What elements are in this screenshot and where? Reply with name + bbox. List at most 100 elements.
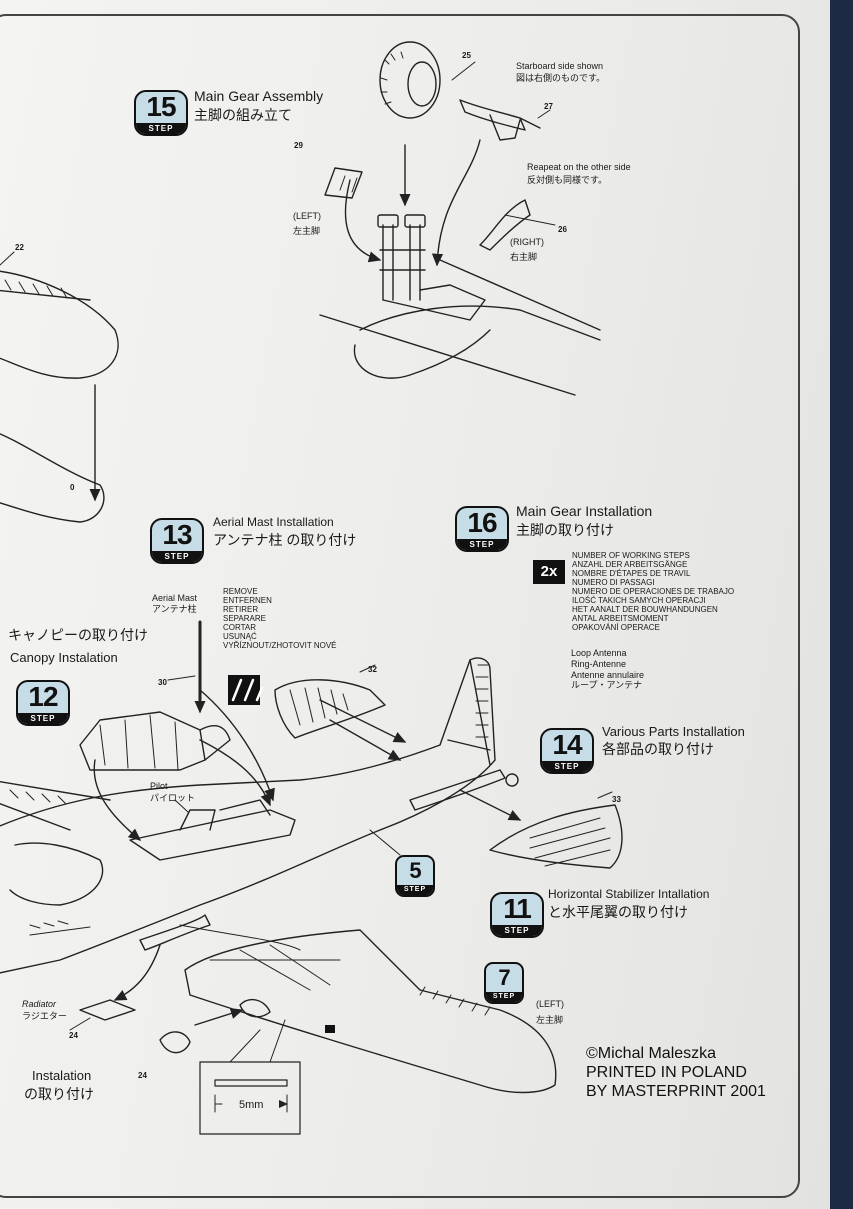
antenna-item: Loop Antenna xyxy=(571,648,627,658)
measure-label: 5mm xyxy=(239,1099,264,1111)
repeat-item: ILOŚĆ TAKICH SAMYCH OPERACJI xyxy=(572,595,706,605)
main-gear-assembly xyxy=(319,214,601,396)
gear-door-26 xyxy=(479,199,531,251)
part-33-label: 33 xyxy=(612,795,621,804)
remove-icon-drawing xyxy=(228,675,264,705)
remove-item: VYŘÍZNOUT/ZHOTOVIT NOVÉ xyxy=(223,640,337,650)
step-13-label: STEP xyxy=(152,551,202,562)
lower-wing-drawing xyxy=(184,929,557,1094)
left-wing-label: (LEFT) xyxy=(536,999,564,1009)
part-26-label: 26 xyxy=(558,225,567,234)
stabilizer-32 xyxy=(274,664,386,739)
step-11-badge: 11 STEP xyxy=(490,892,544,938)
step-15-badge: 15 STEP xyxy=(134,90,188,136)
step-15-label: STEP xyxy=(136,123,186,134)
repeat-item: OPAKOVÁNÍ OPERACE xyxy=(572,622,660,632)
right-gear-label-jp: 右主脚 xyxy=(510,252,538,262)
left-gear-label-jp: 左主脚 xyxy=(293,226,321,236)
wing-drawing-left xyxy=(0,251,119,523)
remove-item: REMOVE xyxy=(223,587,258,596)
part-0-label: 0 xyxy=(70,483,75,492)
starboard-note-jp: 図は右側のものです。 xyxy=(516,73,606,83)
right-gear-label: (RIGHT) xyxy=(510,237,544,247)
step-5-badge: 5 STEP xyxy=(395,855,435,897)
step-7-number: 7 xyxy=(498,965,510,990)
left-gear-label: (LEFT) xyxy=(293,211,321,221)
aircraft-fuselage xyxy=(0,657,519,974)
step-11-title: Horizontal Stabilizer Intallation xyxy=(548,887,710,901)
page-border xyxy=(0,14,800,1198)
step-13-number: 13 xyxy=(162,519,192,550)
remove-item: USUNĄĆ xyxy=(223,631,257,641)
remove-item: ENTFERNEN xyxy=(223,595,272,605)
credit-printer: BY MASTERPRINT 2001 xyxy=(586,1082,766,1100)
remove-item: CORTAR xyxy=(223,622,257,632)
part-22-label: 22 xyxy=(15,243,24,252)
remove-list: REMOVE ENTFERNEN RETIRER SEPARARE CORTAR… xyxy=(223,587,337,651)
step-12-title: Canopy Instalation xyxy=(10,650,118,665)
part-29-label: 29 xyxy=(294,141,303,150)
antenna-list: Loop Antenna Ring-Antenne Antenne annula… xyxy=(571,648,644,691)
step-13-badge: 13 STEP xyxy=(150,518,204,564)
aerial-mast-label: Aerial Mast xyxy=(152,593,198,603)
step-15-title: Main Gear Assembly xyxy=(194,88,324,104)
pilot-label: Pilot xyxy=(150,781,168,791)
part-24-spinner-label: 24 xyxy=(138,1071,147,1080)
repeat-item: HET AANALT DER BOUWHANDUNGEN xyxy=(572,604,718,614)
antenna-item: Antenne annulaire xyxy=(571,669,645,680)
repeat-2x-badge: 2x xyxy=(533,560,565,584)
step-13-title: Aerial Mast Installation xyxy=(213,515,334,529)
part-32-label: 32 xyxy=(368,665,377,674)
step-12-badge: 12 STEP xyxy=(16,680,70,726)
step-7-label: STEP xyxy=(486,992,522,1002)
pilot-label-jp: パイロット xyxy=(150,793,196,803)
repeat-item: ANZAHL DER ARBEITSGÄNGE xyxy=(572,559,688,569)
credit-printed: PRINTED IN POLAND xyxy=(586,1063,747,1081)
repeat-item: NUMBER OF WORKING STEPS xyxy=(572,551,690,560)
repeat-steps-list: NUMBER OF WORKING STEPS ANZAHL DER ARBEI… xyxy=(572,551,735,633)
step-14-title-jp: 各部品の取り付け xyxy=(602,741,714,757)
step-11-label: STEP xyxy=(492,925,542,936)
repeat-note: Reapeat on the other side xyxy=(527,162,631,172)
line-art-drawings xyxy=(0,41,623,1135)
repeat-item: NUMERO DE OPERACIONES DE TRABAJO xyxy=(572,586,735,596)
step-5-number: 5 xyxy=(409,858,421,883)
step-16-number: 16 xyxy=(467,507,497,538)
step-14-title: Various Parts Installation xyxy=(602,724,745,739)
step-11-title-jp: と水平尾翼の取り付け xyxy=(548,904,688,920)
bottom-step-title-jp: の取り付け xyxy=(24,1086,94,1102)
credit-author: ©Michal Maleszka xyxy=(586,1045,717,1062)
part-25-label: 25 xyxy=(462,51,471,60)
step-16-label: STEP xyxy=(457,539,507,550)
step-16-badge: 16 STEP xyxy=(455,506,509,552)
aerial-mast-label-jp: アンテナ柱 xyxy=(152,604,197,614)
part-30-label: 30 xyxy=(158,678,167,687)
starboard-note: Starboard side shown xyxy=(516,61,604,71)
step-16-title: Main Gear Installation xyxy=(516,503,653,519)
step-15-number: 15 xyxy=(146,91,176,122)
left-wing-label-jp: 左主脚 xyxy=(536,1015,564,1025)
antenna-item: ループ・アンテナ xyxy=(571,680,643,691)
radiator-label-jp: ラジエター xyxy=(22,1011,67,1021)
repeat-item: ANTAL ARBEITSMOMENT xyxy=(572,613,669,623)
stabilizer-33 xyxy=(489,791,623,869)
step-7-badge: 7 STEP xyxy=(484,962,524,1004)
step-14-label: STEP xyxy=(542,761,592,772)
repeat-item: NUMERO DI PASSAGI xyxy=(572,577,655,587)
instruction-sheet: 15 STEP Main Gear Assembly 主脚の組み立て 25 St… xyxy=(0,0,830,1209)
measure-box-drawing xyxy=(199,1019,301,1135)
gear-door-29 xyxy=(324,167,363,199)
radiator-label: Radiator xyxy=(22,999,57,1009)
step-13-title-jp: アンテナ柱 の取り付け xyxy=(213,532,357,548)
canopy-drawing xyxy=(79,711,296,861)
step-14-number: 14 xyxy=(552,729,582,760)
step-14-badge: 14 STEP xyxy=(540,728,594,774)
remove-item: RETIRER xyxy=(223,604,259,614)
step-16-title-jp: 主脚の取り付け xyxy=(516,522,614,538)
step-15-title-jp: 主脚の組み立て xyxy=(194,107,292,123)
wheel-drawing xyxy=(379,41,441,119)
gear-door-27 xyxy=(459,99,541,141)
part-27-label: 27 xyxy=(544,102,553,111)
part-24-radiator-label: 24 xyxy=(69,1031,78,1040)
credits: ©Michal Maleszka PRINTED IN POLAND BY MA… xyxy=(586,1045,766,1102)
